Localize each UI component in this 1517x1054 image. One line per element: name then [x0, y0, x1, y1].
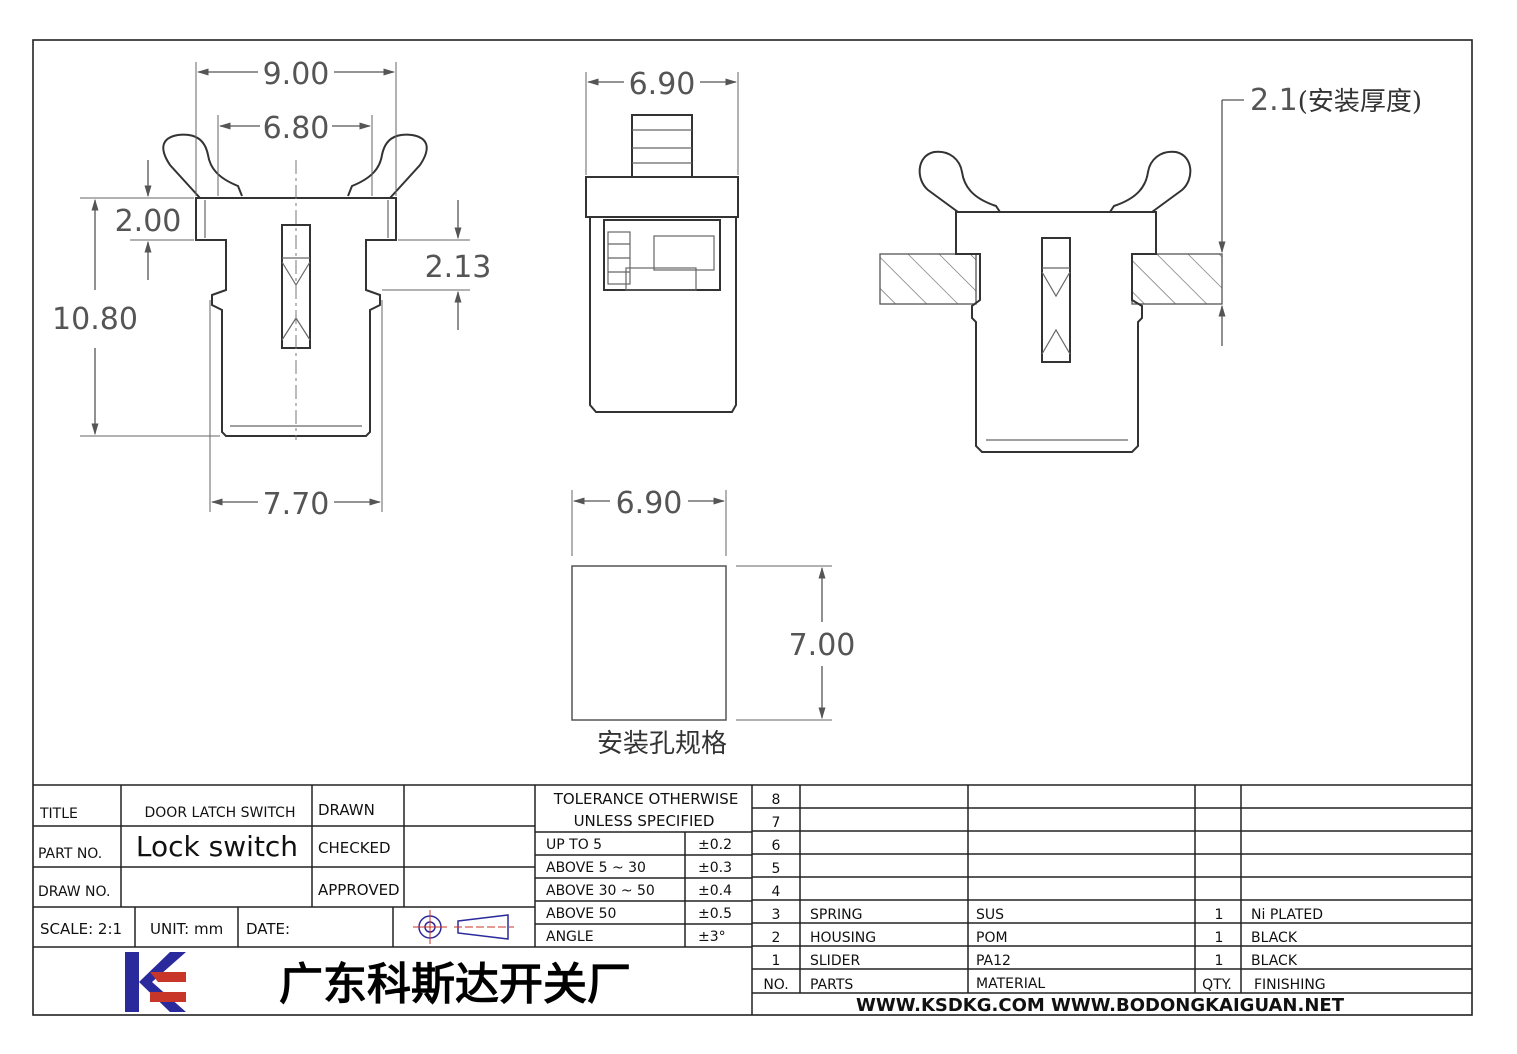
tolerance-value: ±0.5	[698, 906, 732, 922]
dim-side-width: 6.90	[629, 67, 696, 102]
bom-no: 1	[772, 953, 781, 969]
bom-row-number: 8	[772, 792, 781, 808]
bom-part: SLIDER	[810, 953, 860, 969]
bom-no: 2	[772, 930, 781, 946]
bom-finishing: BLACK	[1251, 930, 1298, 946]
tolerance-value: ±3°	[698, 929, 726, 945]
approved-label: APPROVED	[318, 881, 400, 899]
dim-front-flange-height: 2.00	[115, 204, 182, 239]
part-no-value: Lock switch	[136, 830, 298, 863]
title-value: DOOR LATCH SWITCH	[145, 805, 296, 821]
dim-front-body-width: 7.70	[263, 487, 330, 522]
tolerance-header-2: UNLESS SPECIFIED	[574, 812, 715, 830]
front-view: 9.00 6.80 2.00 10.80 2.13 7.70	[52, 57, 491, 522]
tolerance-range: ABOVE 30 ~ 50	[546, 883, 655, 899]
bom-header-material: MATERIAL	[976, 976, 1045, 992]
draw-no-label: DRAW NO.	[38, 884, 110, 900]
tolerance-value: ±0.4	[698, 883, 732, 899]
installed-view: 2.1(安装厚度)	[879, 83, 1422, 453]
dim-front-total-height: 10.80	[52, 302, 138, 337]
bom-material: SUS	[976, 907, 1004, 923]
dim-front-inner-width: 6.80	[263, 111, 330, 146]
dim-front-step-height: 2.13	[425, 250, 492, 285]
title-label: TITLE	[39, 806, 78, 822]
hole-spec-label: 安装孔规格	[597, 729, 727, 759]
bom-row-number: 7	[772, 815, 781, 831]
side-view: 6.90	[585, 67, 739, 413]
bom-header-no: NO.	[763, 977, 788, 993]
bom-qty: 1	[1215, 930, 1224, 946]
checked-label: CHECKED	[318, 839, 391, 857]
bom-qty: 1	[1215, 907, 1224, 923]
bom-row-number: 4	[772, 884, 781, 900]
bom-finishing: Ni PLATED	[1251, 907, 1323, 923]
bom-header-qty: QTY.	[1202, 977, 1232, 993]
projection-symbol-icon	[413, 910, 514, 944]
tolerance-range: ABOVE 50	[546, 906, 616, 922]
dim-hole-width: 6.90	[616, 486, 683, 521]
tolerance-value: ±0.3	[698, 860, 732, 876]
websites: WWW.KSDKG.COM WWW.BODONGKAIGUAN.NET	[856, 995, 1345, 1016]
tolerance-range: ABOVE 5 ~ 30	[546, 860, 646, 876]
bom-header-finishing: FINISHING	[1254, 977, 1326, 993]
dim-hole-height: 7.00	[789, 628, 856, 663]
bom-header-part: PARTS	[810, 977, 853, 993]
tolerance-value: ±0.2	[698, 837, 732, 853]
mounting-hole-view: 6.90 7.00 安装孔规格	[571, 486, 856, 759]
bom-finishing: BLACK	[1251, 953, 1298, 969]
bom-material: PA12	[976, 953, 1011, 969]
unit-field: UNIT: mm	[150, 920, 223, 938]
part-no-label: PART NO.	[38, 846, 102, 862]
company-name: 广东科斯达开关厂	[279, 959, 631, 1010]
scale-field: SCALE: 2:1	[40, 920, 122, 938]
tolerance-range: ANGLE	[546, 929, 594, 945]
bom-row-number: 6	[772, 838, 781, 854]
company-logo	[125, 952, 186, 1012]
bom-qty: 1	[1215, 953, 1224, 969]
dim-front-width-top: 9.00	[263, 57, 330, 92]
date-field: DATE:	[246, 920, 290, 938]
bom-part: HOUSING	[810, 930, 876, 946]
bom-material: POM	[976, 930, 1008, 946]
drawn-label: DRAWN	[318, 801, 375, 819]
dim-panel-thickness: 2.1(安装厚度)	[1250, 83, 1422, 118]
bom-no: 3	[772, 907, 781, 923]
tolerance-header-1: TOLERANCE OTHERWISE	[553, 790, 739, 808]
bom-row-number: 5	[772, 861, 781, 877]
title-block: TITLE DOOR LATCH SWITCH DRAWN PART NO. L…	[33, 784, 1472, 1016]
bom-part: SPRING	[810, 907, 863, 923]
tolerance-range: UP TO 5	[546, 837, 602, 853]
